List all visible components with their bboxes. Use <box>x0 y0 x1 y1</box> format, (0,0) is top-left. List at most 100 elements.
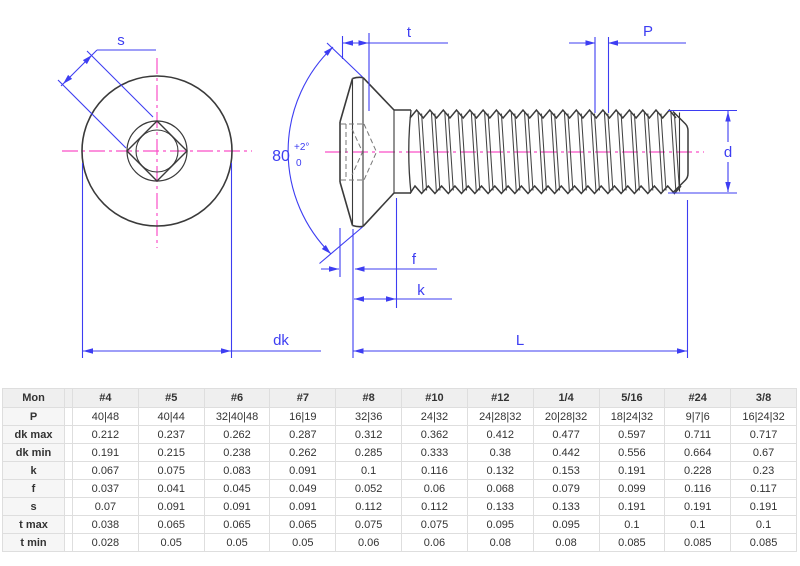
value-cell: 0.67 <box>730 443 797 462</box>
spacer-cell <box>64 443 73 462</box>
value-cell: 0.085 <box>664 533 732 552</box>
value-cell: 0.228 <box>664 461 732 480</box>
dim-label-angle: 80 <box>272 148 290 165</box>
value-cell: 0.052 <box>335 479 403 498</box>
value-cell: 0.1 <box>664 515 732 534</box>
dimension-t <box>341 33 448 111</box>
dimension-f <box>321 228 437 277</box>
value-cell: 0.556 <box>598 443 666 462</box>
value-cell: 0.06 <box>401 479 468 498</box>
dim-label-dk: dk <box>273 332 289 349</box>
dim-label-s: s <box>117 32 125 49</box>
value-cell: 0.191 <box>72 443 139 462</box>
value-cell: 0.05 <box>203 533 271 552</box>
value-cell: 40|44 <box>137 407 205 426</box>
value-cell: 0.412 <box>466 425 534 444</box>
value-cell: 0.597 <box>598 425 666 444</box>
value-cell: 0.112 <box>335 497 403 516</box>
value-cell: 40|48 <box>72 407 139 426</box>
value-cell: 0.262 <box>203 425 271 444</box>
value-cell: 0.045 <box>203 479 271 498</box>
dimension-dk <box>81 163 321 358</box>
value-cell: 0.07 <box>72 497 139 516</box>
value-cell: 0.238 <box>203 443 271 462</box>
value-cell: 0.215 <box>137 443 205 462</box>
spacer-cell <box>64 479 73 498</box>
value-cell: 0.117 <box>730 479 797 498</box>
value-cell: 0.1 <box>730 515 797 534</box>
value-cell: 0.05 <box>269 533 337 552</box>
hidden-socket-lines <box>341 123 378 181</box>
value-cell: 0.333 <box>401 443 468 462</box>
socket-inscribed-circle <box>135 129 179 173</box>
value-cell: 0.083 <box>203 461 271 480</box>
column-header: #6 <box>203 388 271 408</box>
column-header: 3/8 <box>730 388 797 408</box>
dimension-d <box>668 109 737 194</box>
spacer-cell <box>64 425 73 444</box>
value-cell: 0.191 <box>598 461 666 480</box>
value-cell: 0.091 <box>269 497 337 516</box>
dim-label-angle-tol-lower: 0 <box>296 158 302 169</box>
value-cell: 0.079 <box>532 479 600 498</box>
value-cell: 0.191 <box>730 497 797 516</box>
value-cell: 0.191 <box>664 497 732 516</box>
value-cell: 24|28|32 <box>466 407 534 426</box>
value-cell: 0.23 <box>730 461 797 480</box>
value-cell: 0.075 <box>401 515 468 534</box>
value-cell: 0.065 <box>269 515 337 534</box>
row-label: dk min <box>2 443 65 462</box>
value-cell: 0.041 <box>137 479 205 498</box>
dimensions <box>57 33 737 358</box>
dim-label-d: d <box>724 144 732 161</box>
column-header: #12 <box>466 388 534 408</box>
value-cell: 0.06 <box>401 533 468 552</box>
value-cell: 0.1 <box>335 461 403 480</box>
front-view-head <box>81 75 233 227</box>
column-header: #4 <box>72 388 139 408</box>
value-cell: 18|24|32 <box>598 407 666 426</box>
value-cell: 0.442 <box>532 443 600 462</box>
value-cell: 0.133 <box>466 497 534 516</box>
dim-label-p: P <box>643 23 653 40</box>
thread-profile <box>409 108 689 195</box>
value-cell: 0.477 <box>532 425 600 444</box>
value-cell: 0.1 <box>598 515 666 534</box>
spacer-cell <box>64 515 73 534</box>
row-label: t min <box>2 533 65 552</box>
column-header: #8 <box>335 388 403 408</box>
value-cell: 0.085 <box>598 533 666 552</box>
value-cell: 0.075 <box>137 461 205 480</box>
value-cell: 0.285 <box>335 443 403 462</box>
column-header: #24 <box>664 388 732 408</box>
value-cell: 20|28|32 <box>532 407 600 426</box>
dimension-k <box>354 198 452 308</box>
value-cell: 0.153 <box>532 461 600 480</box>
value-cell: 0.237 <box>137 425 205 444</box>
value-cell: 9|7|6 <box>664 407 732 426</box>
value-cell: 0.212 <box>72 425 139 444</box>
centerlines <box>62 58 704 248</box>
row-label: k <box>2 461 65 480</box>
value-cell: 0.262 <box>269 443 337 462</box>
dim-label-t: t <box>407 24 412 41</box>
value-cell: 0.075 <box>335 515 403 534</box>
value-cell: 0.06 <box>335 533 403 552</box>
dim-label-length: L <box>516 332 524 349</box>
value-cell: 0.091 <box>203 497 271 516</box>
value-cell: 0.664 <box>664 443 732 462</box>
square-socket <box>126 120 188 182</box>
value-cell: 0.095 <box>532 515 600 534</box>
value-cell: 0.038 <box>72 515 139 534</box>
spacer-header <box>64 388 73 408</box>
value-cell: 0.38 <box>466 443 534 462</box>
value-cell: 0.191 <box>598 497 666 516</box>
value-cell: 0.028 <box>72 533 139 552</box>
